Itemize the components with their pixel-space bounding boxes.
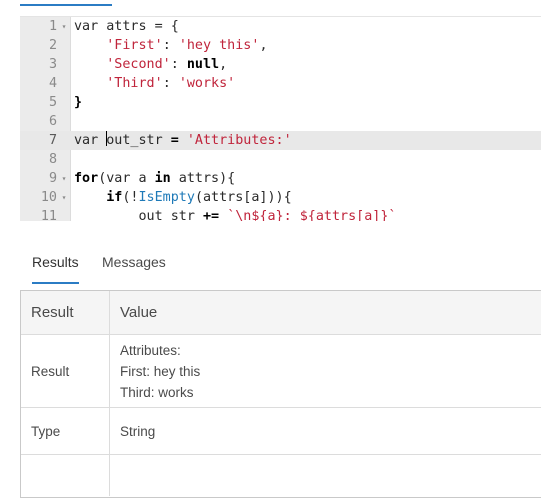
code-text[interactable]: if(!IsEmpty(attrs[a])){ <box>74 188 292 207</box>
text-cursor <box>106 131 108 146</box>
code-token: 'First' <box>106 38 163 53</box>
code-line[interactable]: 4 'Third': 'works' <box>20 74 541 93</box>
code-text[interactable]: out_str += `\n${a}: ${attrs[a]}` <box>74 207 397 221</box>
fold-toggle-icon[interactable]: ▾ <box>61 22 67 31</box>
line-number: 4 <box>48 76 57 91</box>
code-token: var attrs = { <box>74 19 179 34</box>
code-text[interactable]: var out_str = 'Attributes:' <box>74 131 292 150</box>
code-token: = <box>170 133 187 148</box>
line-number: 5 <box>48 95 57 110</box>
row-label <box>21 455 109 496</box>
code-text[interactable]: } <box>74 93 82 112</box>
tab-results[interactable]: Results <box>32 248 79 284</box>
code-token <box>74 38 106 53</box>
code-token <box>74 76 106 91</box>
code-token: } <box>74 95 83 110</box>
code-line[interactable]: 6 <box>20 112 541 131</box>
line-number: 10 <box>40 190 57 205</box>
row-value: Attributes: First: hey this Third: works <box>109 335 541 407</box>
code-token: , <box>219 57 228 72</box>
code-text[interactable]: for(var a in attrs){ <box>74 169 235 188</box>
code-token: 'Third' <box>106 76 163 91</box>
row-label: Type <box>31 423 61 439</box>
code-line[interactable]: 7 var out_str = 'Attributes:' <box>20 131 541 150</box>
code-line[interactable]: 3 'Second': null, <box>20 55 541 74</box>
line-number: 7 <box>48 133 57 148</box>
line-number: 1 <box>48 19 57 34</box>
code-line[interactable]: 2 'First': 'hey this', <box>20 36 541 55</box>
code-token: 'Second' <box>106 57 171 72</box>
line-number: 2 <box>48 38 57 53</box>
code-text[interactable]: 'Second': null, <box>74 55 227 74</box>
tab-messages[interactable]: Messages <box>102 254 166 270</box>
code-token: (attrs[a])){ <box>194 190 292 205</box>
code-token: : <box>162 38 179 53</box>
code-line[interactable]: 5} <box>20 93 541 112</box>
line-number: 8 <box>48 152 57 167</box>
table-row-empty <box>21 455 541 496</box>
results-table: Result Value Result Attributes: First: h… <box>20 290 541 498</box>
code-token <box>74 57 106 72</box>
code-line[interactable]: 11 out_str += `\n${a}: ${attrs[a]}` <box>20 207 541 221</box>
code-token: out_str <box>74 209 203 221</box>
code-token: : <box>162 76 179 91</box>
line-number: 9 <box>48 171 57 186</box>
code-token: var <box>74 133 107 148</box>
fold-toggle-icon[interactable]: ▾ <box>61 193 67 202</box>
code-token: 'hey this' <box>178 38 260 53</box>
code-token: out_str <box>106 133 171 148</box>
header-result: Result <box>31 304 74 321</box>
value-line: First: hey this <box>120 363 201 379</box>
table-row: Type String <box>21 408 541 455</box>
code-token: if <box>106 190 123 205</box>
code-text[interactable]: 'Third': 'works' <box>74 74 235 93</box>
code-token: null <box>186 57 220 72</box>
code-text[interactable]: 'First': 'hey this', <box>74 36 268 55</box>
code-token: : <box>170 57 187 72</box>
value-line: Third: works <box>120 384 194 400</box>
code-area[interactable] <box>71 17 541 221</box>
code-text[interactable]: var attrs = { <box>74 17 179 36</box>
row-value: String <box>109 408 541 454</box>
results-table-header: Result Value <box>21 291 541 335</box>
code-token: IsEmpty <box>138 190 195 205</box>
code-token: for <box>74 171 99 186</box>
code-token: 'Attributes:' <box>186 133 292 148</box>
row-value <box>109 455 541 496</box>
row-label: Result <box>31 363 70 379</box>
code-token: in <box>154 171 171 186</box>
code-token: (! <box>122 190 139 205</box>
table-row: Result Attributes: First: hey this Third… <box>21 335 541 408</box>
code-line[interactable]: 9 ▾ for(var a in attrs){ <box>20 169 541 188</box>
header-value: Value <box>109 291 541 334</box>
code-token: += <box>203 209 220 221</box>
code-line[interactable]: 1 ▾ var attrs = { <box>20 17 541 36</box>
line-number-gutter <box>20 17 71 221</box>
code-token: `\n${a}: ${attrs[a]}` <box>227 209 397 221</box>
code-token: , <box>259 38 268 53</box>
active-tab-indicator <box>20 4 112 6</box>
code-token: attrs){ <box>170 171 236 186</box>
line-number: 3 <box>48 57 57 72</box>
line-number: 6 <box>48 114 57 129</box>
code-editor[interactable]: 1▾var attrs = {2 'First': 'hey this',3 '… <box>20 16 541 221</box>
code-token <box>219 209 227 221</box>
value-line: String <box>120 423 156 439</box>
line-number: 11 <box>40 209 57 221</box>
value-line: Attributes: <box>120 342 181 358</box>
code-line[interactable]: 10 ▾ if(!IsEmpty(attrs[a])){ <box>20 188 541 207</box>
fold-toggle-icon[interactable]: ▾ <box>61 174 67 183</box>
code-line[interactable]: 8 <box>20 150 541 169</box>
code-token <box>74 190 106 205</box>
code-token: 'works' <box>178 76 236 91</box>
code-token: (var a <box>98 171 155 186</box>
